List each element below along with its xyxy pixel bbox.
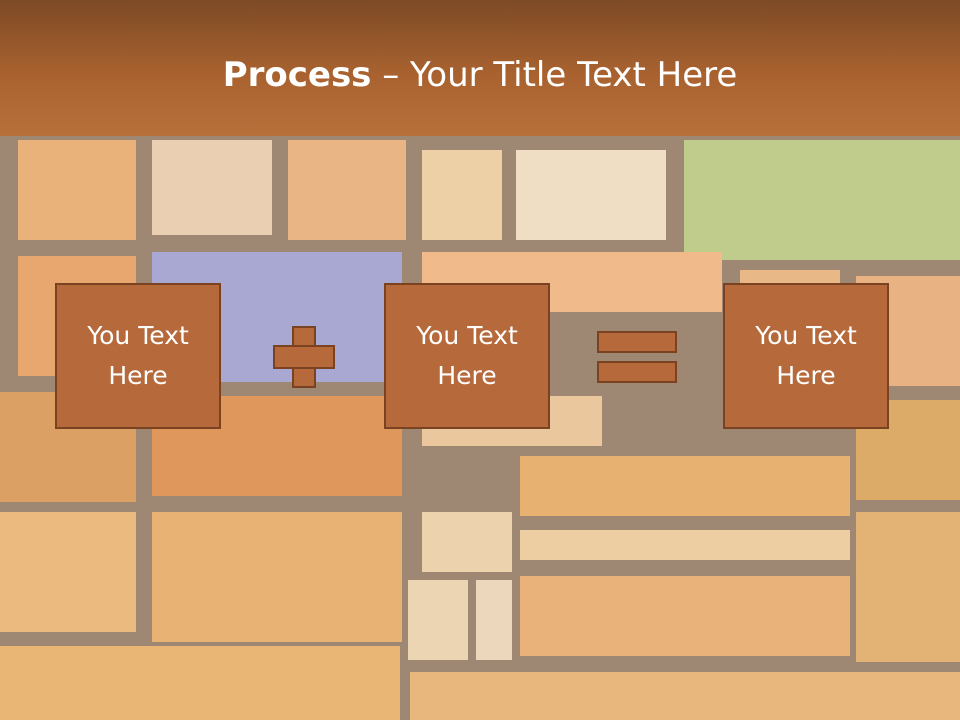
process-box-2-text: You Text Here bbox=[416, 321, 518, 390]
title-rest: – Your Title Text Here bbox=[371, 55, 738, 95]
title-bar bbox=[0, 0, 960, 136]
process-box-1-text: You Text Here bbox=[87, 321, 189, 390]
process-box-3[interactable]: You Text Here bbox=[723, 283, 889, 429]
process-box-1[interactable]: You Text Here bbox=[55, 283, 221, 429]
title-bold: Process bbox=[222, 55, 372, 95]
slide-title[interactable]: Process – Your Title Text Here bbox=[0, 50, 960, 100]
process-box-2[interactable]: You Text Here bbox=[384, 283, 550, 429]
process-box-3-text: You Text Here bbox=[755, 321, 857, 390]
